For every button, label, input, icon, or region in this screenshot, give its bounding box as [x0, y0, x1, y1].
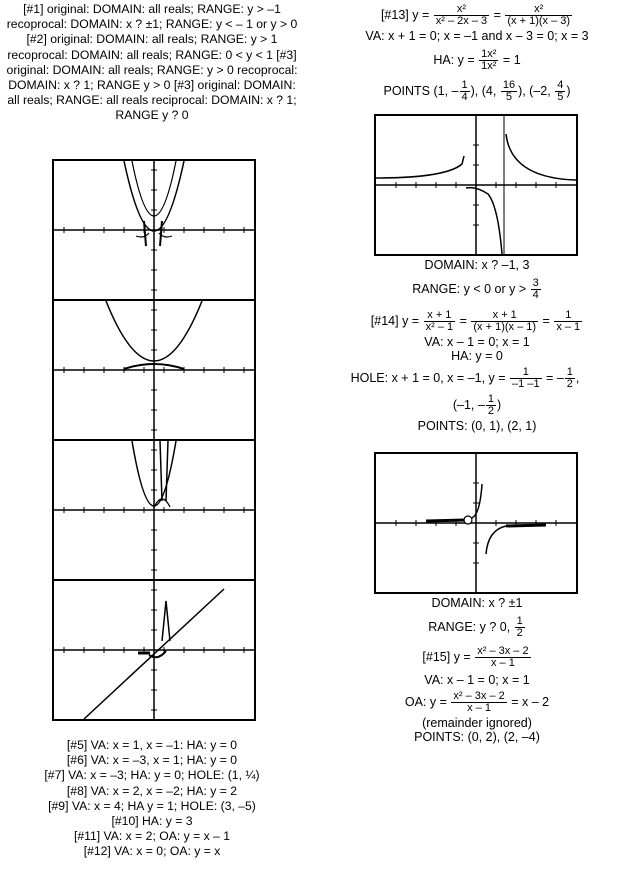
list-item: [#5] VA: x = 1, x = –1: HA: y = 0	[66, 738, 238, 752]
p15-remainder: (remainder ignored)	[422, 716, 532, 730]
graph-panel-1	[52, 159, 256, 301]
list-item: [#8] VA: x = 2, x = –2; HA: y = 2	[66, 783, 238, 798]
p14-ha: HA: y = 0	[451, 349, 503, 363]
p14-domain: DOMAIN: x ? ±1	[431, 596, 523, 610]
left-intro-text: [#1] original: DOMAIN: all reals; RANGE:…	[6, 2, 298, 123]
p14-va: VA: x – 1 = 0; x = 1	[424, 335, 530, 349]
graph-14	[376, 454, 576, 592]
p14-hole: HOLE: x + 1 = 0, x = –1, y = 1–1 –1 = –1…	[350, 366, 580, 390]
graph-panel-2	[52, 299, 256, 441]
graph-panel-13	[374, 114, 578, 256]
p13-va: VA: x + 1 = 0; x = –1 and x – 3 = 0; x =…	[365, 29, 589, 43]
graph-panel-3	[52, 439, 256, 581]
p13-domain: DOMAIN: x ? –1, 3	[424, 258, 530, 272]
list-item: [#9] VA: x = 4; HA y = 1; HOLE: (3, –5)	[48, 798, 256, 813]
graph-panel-4	[52, 579, 256, 721]
list-item: [#12] VA: x = 0; OA: y = x	[83, 844, 221, 859]
list-item: [#11] VA: x = 2; OA: y = x – 1	[73, 829, 231, 844]
graph-panel-14	[374, 452, 578, 594]
graph-3	[54, 441, 254, 579]
p15-va: VA: x – 1 = 0; x = 1	[424, 673, 530, 687]
list-item: [#10] HA: y = 3	[111, 814, 193, 829]
graph-4	[54, 581, 254, 719]
left-summary-list: [#5] VA: x = 1, x = –1: HA: y = 0 [#6] V…	[4, 738, 300, 860]
p14-points: POINTS: (0, 1), (2, 1)	[417, 419, 537, 433]
list-item: [#7] VA: x = –3; HA: y = 0; HOLE: (1, ¼)	[44, 768, 260, 783]
graph-13	[376, 116, 576, 254]
p15-points: POINTS: (0, 2), (2, –4)	[414, 730, 540, 744]
graph-2	[54, 301, 254, 439]
graph-1	[54, 161, 254, 299]
list-item: [#6] VA: x = –3, x = 1; HA: y = 0	[66, 753, 238, 768]
